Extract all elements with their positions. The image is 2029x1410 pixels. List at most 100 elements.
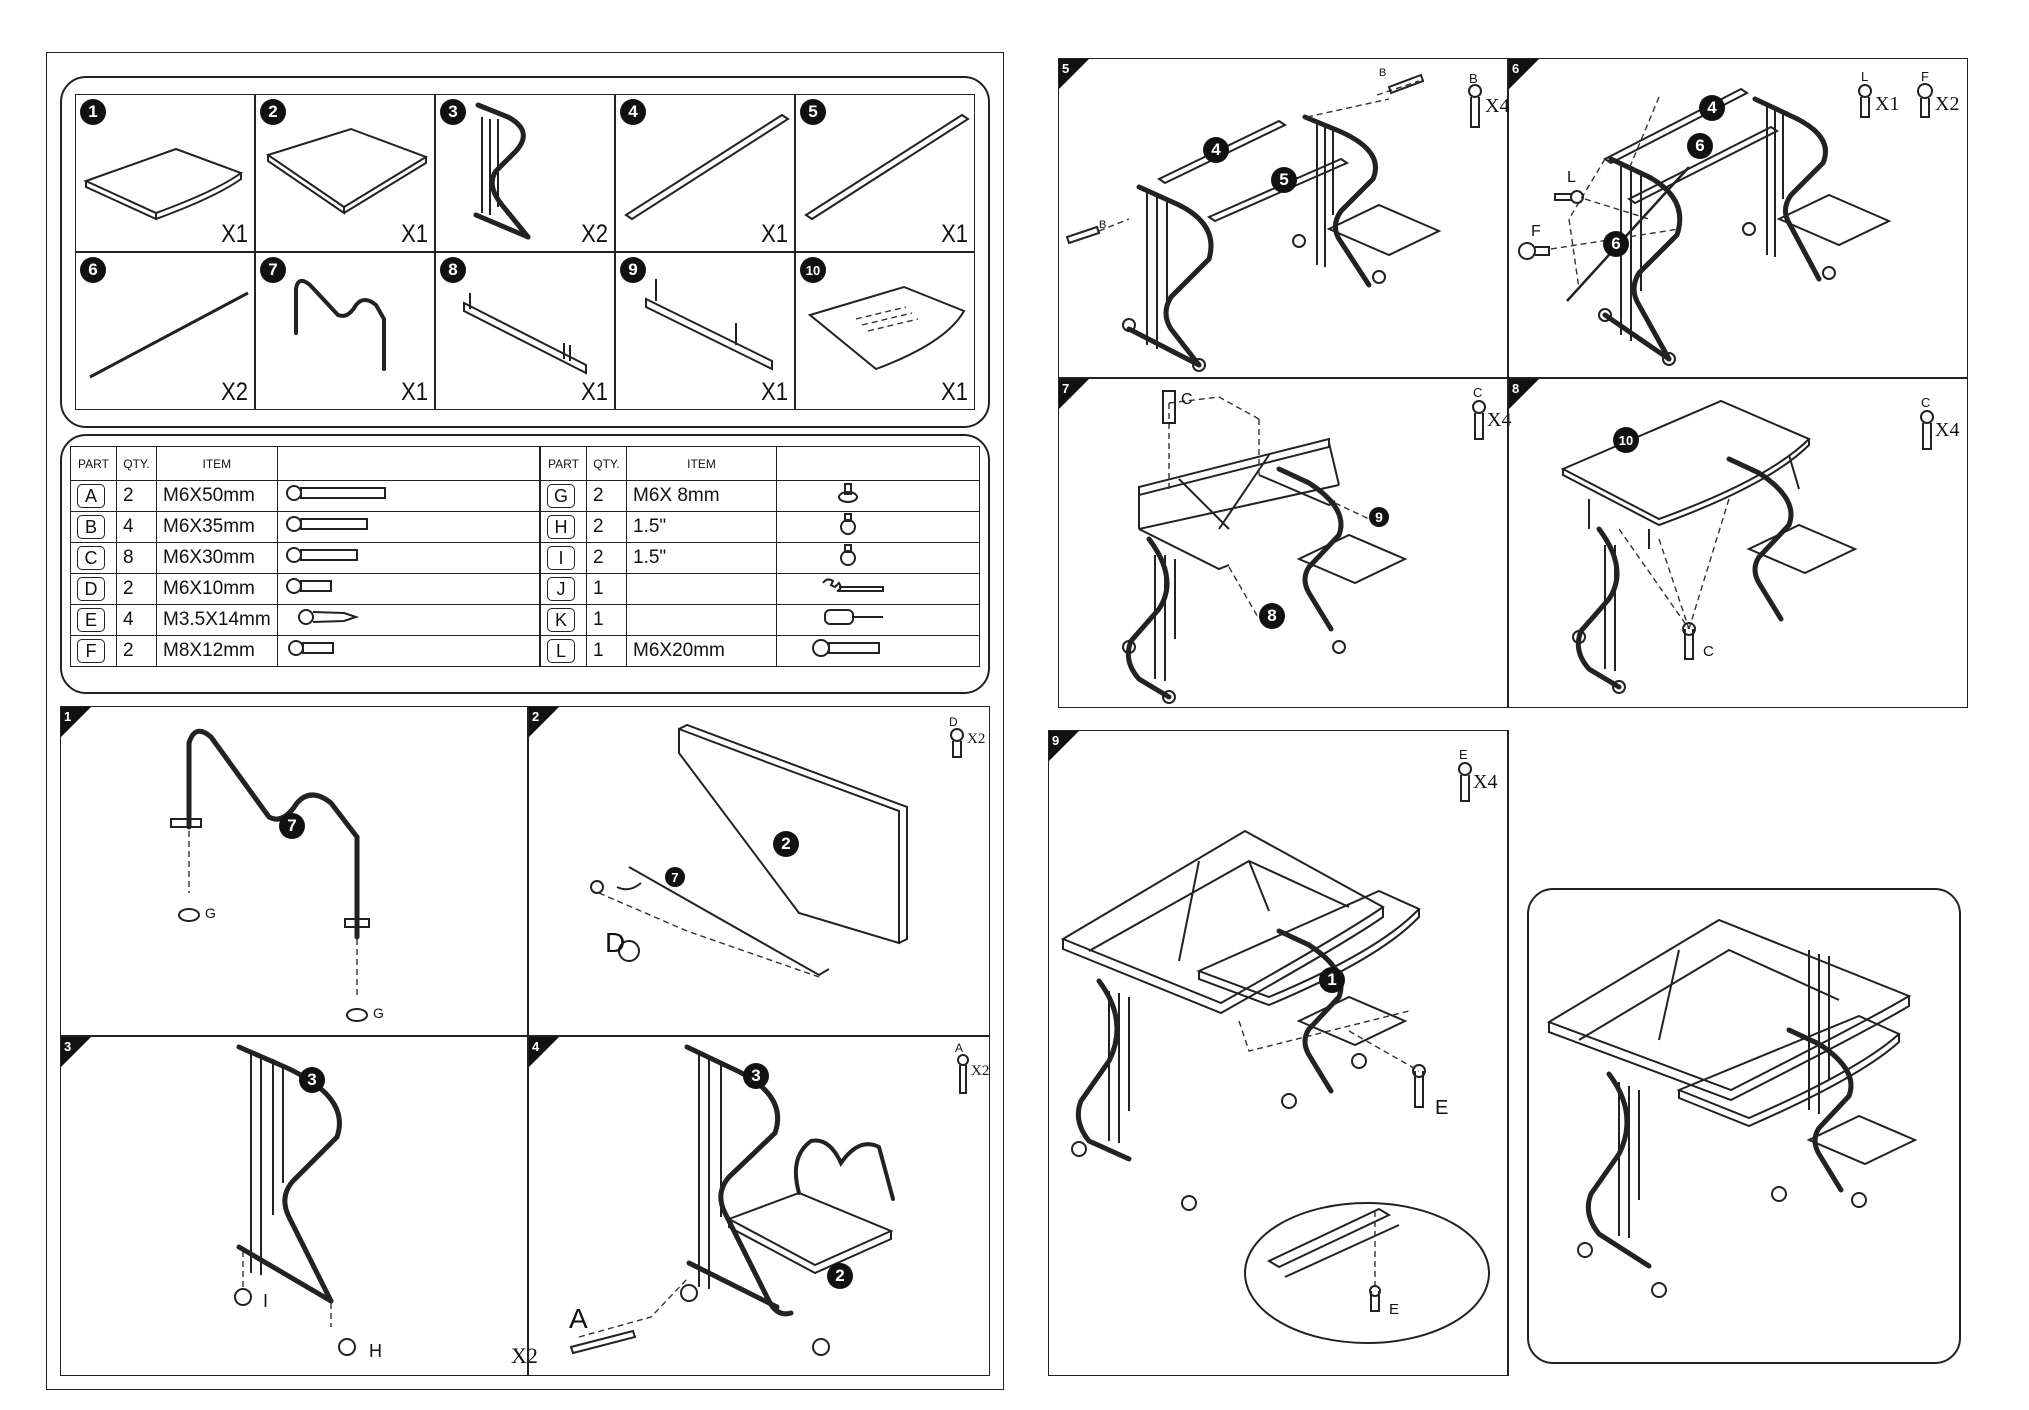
table-row: B 4 M6X35mm [70,511,541,543]
step-5-drawing [1065,73,1442,372]
table-row: F 2 M8X12mm [70,635,541,667]
part-1-keyboard-tray-drawing [83,147,244,221]
final-assembly-frame [1527,888,1961,1364]
part-3-side-frame-drawing [473,102,531,240]
step-number-corner [529,707,559,737]
table-row: H 2 1.5" [540,511,980,543]
header-image [276,446,541,481]
part-number-badge: 6 [80,257,106,283]
qty-cell: 1 [586,635,627,667]
part-qty: X1 [941,377,968,406]
part-number-badge: 2 [260,99,286,125]
part-qty: X1 [401,377,428,406]
qty-cell: 1 [586,604,627,636]
part-callout: 10 [1613,427,1639,453]
leveler-foot-icon [838,483,858,503]
step-number: 9 [1052,733,1060,748]
hardware-label: G [373,1005,384,1021]
screw-icon [1554,190,1584,204]
hardware-label: E [1389,1301,1400,1318]
part-letter: C [77,546,105,570]
hardware-table-left: PART QTY. ITEM A 2 M6X50mm B 4 M6X35mm C… [70,446,541,667]
callout-letter: C [1921,395,1931,410]
item-cell: M6X35mm [156,511,278,543]
part-10-glass-top-drawing [807,285,966,371]
part-number-badge: 5 [800,99,826,125]
caster-wheel-icon [840,544,856,566]
callout-letter: D [949,715,958,729]
step-number: 4 [532,1039,540,1054]
part-letter: J [547,577,575,601]
callout-qty: X4 [1487,409,1512,431]
part-callout: 4 [1203,137,1229,163]
part-9-slide-rail-drawing [645,279,773,371]
header-image [776,446,980,481]
part-callout: 1 [1319,967,1345,993]
part-qty: X1 [581,377,608,406]
part-number-badge: 10 [800,257,826,283]
part-cell-9: 9 X1 [615,252,795,410]
header-item: ITEM [156,446,278,481]
step-number: 3 [64,1039,72,1054]
step-7-drawing [1122,390,1408,704]
step-number: 6 [1512,61,1520,76]
part-8-slide-rail-drawing [463,293,587,375]
part-callout: 6 [1687,133,1713,159]
hardware-label: C [1181,391,1193,408]
part-qty: X1 [761,219,788,248]
callout-qty: X4 [1485,95,1510,117]
header-item: ITEM [626,446,777,481]
part-letter: K [547,608,575,632]
bolt-icon [285,578,332,594]
screw-icon [1458,762,1472,802]
part-letter: D [77,577,105,601]
table-row: K 1 [540,604,980,636]
caster-wheel-icon [840,513,856,535]
item-cell [626,604,777,636]
callout-qty: X2 [971,1063,990,1079]
part-number-badge: 4 [620,99,646,125]
step-4-drawing [569,1044,895,1356]
screw-icon [1468,84,1482,128]
screw-icon [950,728,964,758]
parts-grid-panel [60,76,990,428]
hardware-label: E [1435,1097,1449,1119]
hardware-label: B [1099,219,1107,231]
screw-icon [1518,242,1550,260]
part-cell-2: 2 X1 [255,94,435,252]
hardware-label: G [205,905,216,921]
table-row: L 1 M6X20mm [540,635,980,667]
header-qty: QTY. [116,446,157,481]
table-row: E 4 M3.5X14mm [70,604,541,636]
part-cell-10: 10 X1 [795,252,975,410]
part-cell-3: 3 X2 [435,94,615,252]
item-cell: 1.5" [626,542,777,574]
screw-icon [1472,400,1486,440]
callout-qty: X2 [1935,93,1960,115]
part-number-badge: 1 [80,99,106,125]
bolt-icon [287,640,334,656]
item-cell: M3.5X14mm [156,604,278,636]
part-cell-6: 6 X2 [75,252,255,410]
hardware-label: C [1703,643,1714,660]
step-8-drawing [1560,399,1858,694]
header-qty: QTY. [586,446,627,481]
qty-cell: 8 [116,542,157,574]
part-2-shelf-drawing [265,127,429,215]
part-letter: B [77,515,105,539]
bolt-icon [812,639,880,657]
step-number-corner [1509,379,1539,409]
screw-icon [297,609,359,625]
screw-icon [1858,84,1872,118]
qty-cell: 4 [116,604,157,636]
part-callout: 7 [665,867,685,887]
step-3-panel: 3 3 I H X2 [60,1036,538,1376]
part-7-tube-drawing [294,278,386,371]
hardware-table-right: PART QTY. ITEM G 2 M6X 8mm H 2 1.5" I 2 … [540,446,980,667]
table-header-row: PART QTY. ITEM [540,446,980,481]
callout-letter: A [955,1041,964,1055]
callout-letter: B [1469,71,1478,86]
qty-cell: 2 [586,511,627,543]
step-3-drawing [234,1044,356,1356]
item-cell: M6X50mm [156,480,278,512]
